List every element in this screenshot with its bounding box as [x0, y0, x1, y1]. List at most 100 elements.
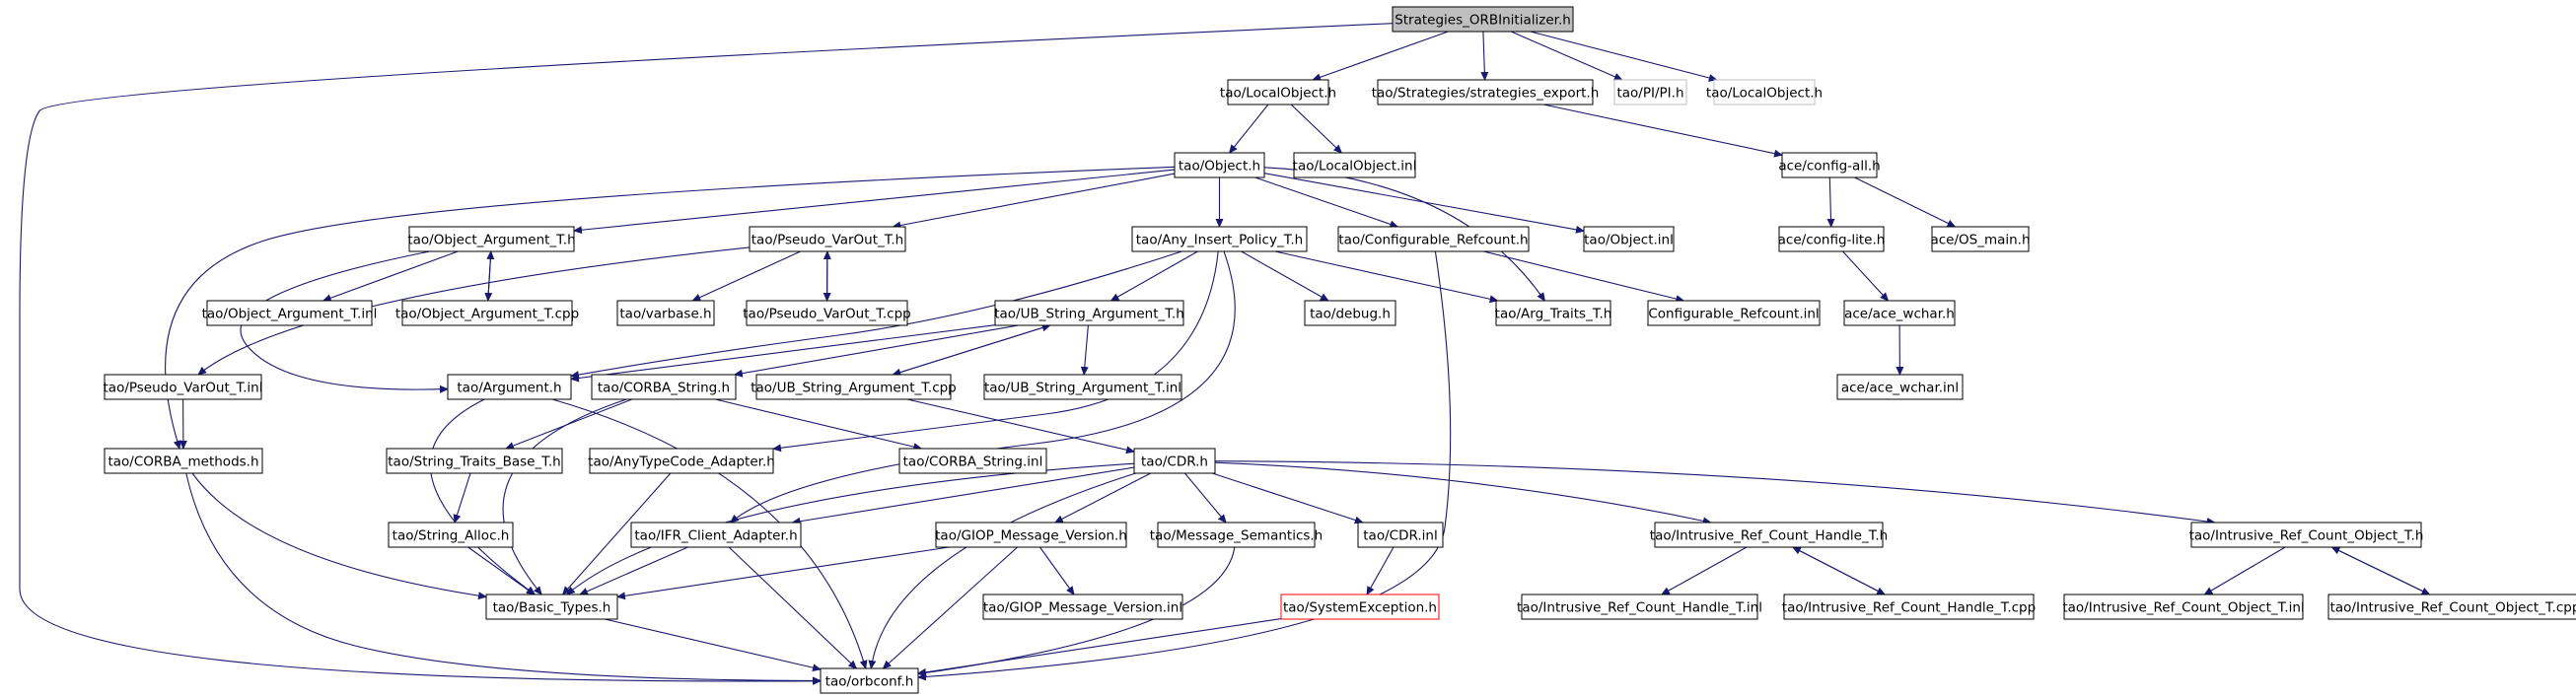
edge-str_traits-to-str_alloc: [453, 472, 471, 524]
node-irc_h[interactable]: tao/Intrusive_Ref_Count_Handle_T.h: [1650, 522, 1888, 548]
node-irco_h[interactable]: tao/Intrusive_Ref_Count_Object_T.h: [2189, 522, 2424, 548]
node-lo_inl[interactable]: tao/LocalObject.inl: [1293, 152, 1417, 178]
node-anytc[interactable]: tao/AnyTypeCode_Adapter.h: [588, 448, 775, 474]
node-label: tao/Pseudo_VarOut_T.h: [751, 233, 903, 248]
node-varbase[interactable]: tao/varbase.h: [616, 300, 715, 326]
node-sysexc[interactable]: tao/SystemException.h: [1280, 594, 1440, 620]
node-label: tao/LocalObject.h: [1220, 86, 1336, 102]
node-argument_h[interactable]: tao/Argument.h: [447, 374, 572, 400]
node-box: [1304, 300, 1396, 326]
node-irco_cpp[interactable]: tao/Intrusive_Ref_Count_Object_T.cpp: [2327, 594, 2576, 620]
node-ubs_inl[interactable]: tao/UB_String_Argument_T.inl: [983, 374, 1182, 400]
edge-basic_types-to-orbconf: [605, 618, 822, 672]
node-pseudo_inl[interactable]: tao/Pseudo_VarOut_T.inl: [104, 374, 263, 400]
node-irc_inl[interactable]: tao/Intrusive_Ref_Count_Handle_T.inl: [1517, 594, 1762, 620]
node-box: [589, 448, 774, 474]
node-str_alloc[interactable]: tao/String_Alloc.h: [388, 522, 514, 548]
node-root[interactable]: Strategies_ORBInitializer.h: [1392, 6, 1574, 33]
node-object_h[interactable]: tao/Object.h: [1174, 152, 1265, 178]
node-box: [1357, 522, 1444, 548]
node-any_ins[interactable]: tao/Any_Insert_Policy_T.h: [1131, 226, 1308, 252]
node-box: [1931, 226, 2030, 252]
node-box: [1293, 152, 1416, 178]
node-box: [104, 374, 262, 400]
node-ubs_h[interactable]: tao/UB_String_Argument_T.h: [994, 300, 1184, 326]
edge-cdr_h-to-irc_h: [1214, 461, 1712, 525]
node-box: [982, 594, 1183, 620]
node-box: [994, 300, 1184, 326]
node-box: [1377, 79, 1594, 105]
node-label: tao/UB_String_Argument_T.cpp: [751, 381, 957, 396]
edge-cdr_h-to-giop_v: [1053, 472, 1152, 524]
node-irco_inl[interactable]: tao/Intrusive_Ref_Count_Object_T.inl: [2062, 594, 2305, 620]
node-pi_h[interactable]: tao/PI/PI.h: [1613, 79, 1687, 105]
node-label: tao/varbase.h: [619, 307, 711, 322]
node-label: tao/CORBA_String.h: [598, 381, 730, 396]
node-box: [820, 667, 919, 694]
node-cdr_inl[interactable]: tao/CDR.inl: [1357, 522, 1444, 548]
edge-corba_meth-to-basic_types: [191, 472, 487, 600]
node-config_all[interactable]: ace/config-all.h: [1778, 152, 1881, 178]
node-box: [408, 226, 575, 252]
edge-cfg_ref-to-orbconf: [917, 250, 1452, 681]
node-lo_h2[interactable]: tao/LocalObject.h: [1706, 79, 1823, 105]
node-arg_traits[interactable]: tao/Arg_Traits_T.h: [1495, 300, 1612, 326]
node-str_traits[interactable]: tao/String_Traits_Base_T.h: [386, 448, 563, 474]
edge-ubs_h-to-ubs_inl: [1080, 324, 1089, 376]
edge-pseudo_vo-to-pseudo_inl: [197, 246, 751, 376]
node-label: tao/IFR_Client_Adapter.h: [634, 528, 797, 544]
node-basic_types[interactable]: tao/Basic_Types.h: [485, 594, 618, 620]
node-label: tao/Object_Argument_T.inl: [202, 307, 378, 322]
node-corba_meth[interactable]: tao/CORBA_methods.h: [104, 448, 263, 474]
node-obj_arg_cpp[interactable]: tao/Object_Argument_T.cpp: [395, 300, 579, 326]
node-box: [104, 448, 263, 474]
node-label: tao/Strategies/strategies_export.h: [1372, 86, 1600, 102]
node-ubs_cpp[interactable]: tao/UB_String_Argument_T.cpp: [751, 374, 957, 400]
node-cdr_h[interactable]: tao/CDR.h: [1133, 448, 1216, 474]
node-pseudo_cpp[interactable]: tao/Pseudo_VarOut_T.cpp: [743, 300, 911, 326]
node-box: [388, 522, 514, 548]
node-box: [1495, 300, 1611, 326]
node-box: [1613, 79, 1687, 105]
node-box: [749, 226, 906, 252]
node-box: [1174, 152, 1265, 178]
node-obj_arg_inl[interactable]: tao/Object_Argument_T.inl: [202, 300, 378, 326]
node-corba_str[interactable]: tao/CORBA_String.h: [591, 374, 737, 400]
node-pseudo_vo[interactable]: tao/Pseudo_VarOut_T.h: [749, 226, 906, 252]
node-label: tao/SystemException.h: [1283, 600, 1437, 616]
node-irc_cpp[interactable]: tao/Intrusive_Ref_Count_Handle_T.cpp: [1782, 594, 2036, 620]
node-msg_sem[interactable]: tao/Message_Semantics.h: [1150, 522, 1324, 548]
node-label: tao/Basic_Types.h: [493, 600, 611, 616]
node-label: tao/Intrusive_Ref_Count_Handle_T.cpp: [1782, 600, 2036, 616]
edge-irco_h-to-irco_inl: [2203, 546, 2286, 595]
edge-irco_cpp-to-irco_h: [2330, 546, 2430, 595]
node-box: [206, 300, 373, 326]
node-debug_h[interactable]: tao/debug.h: [1304, 300, 1396, 326]
edge-ubs_cpp-to-cdr_h: [906, 398, 1135, 454]
node-config_lite[interactable]: ace/config-lite.h: [1778, 226, 1886, 252]
node-ace_wchar[interactable]: ace/ace_wchar.h: [1843, 300, 1956, 326]
node-label: tao/debug.h: [1310, 307, 1391, 322]
edge-pseudo_vo-to-varbase: [691, 250, 801, 302]
node-strat_exp[interactable]: tao/Strategies/strategies_export.h: [1372, 79, 1600, 105]
node-box: [2063, 594, 2304, 620]
node-os_main[interactable]: ace/OS_main.h: [1930, 226, 2031, 252]
node-label: ace/ace_wchar.inl: [1841, 381, 1959, 396]
node-orbconf[interactable]: tao/orbconf.h: [820, 667, 919, 694]
node-lo_h[interactable]: tao/LocalObject.h: [1220, 79, 1336, 105]
edge-any_ins-to-ifr: [730, 250, 1236, 524]
node-obj_arg_t[interactable]: tao/Object_Argument_T.h: [407, 226, 576, 252]
node-giop_v[interactable]: tao/GIOP_Message_Version.h: [935, 522, 1127, 548]
node-box: [755, 374, 952, 400]
node-giop_inl[interactable]: tao/GIOP_Message_Version.inl: [982, 594, 1183, 620]
node-cfg_ref_inl[interactable]: Configurable_Refcount.inl: [1647, 300, 1821, 326]
node-box: [1654, 522, 1884, 548]
node-corba_str_inl[interactable]: tao/CORBA_String.inl: [898, 448, 1047, 474]
node-ace_wchar_inl[interactable]: ace/ace_wchar.inl: [1836, 374, 1964, 400]
node-box: [401, 300, 573, 326]
node-ifr[interactable]: tao/IFR_Client_Adapter.h: [630, 522, 802, 548]
edge-object_h-to-corba_meth: [165, 166, 1176, 450]
node-object_inl[interactable]: tao/Object.inl: [1583, 226, 1675, 252]
node-cfg_ref[interactable]: tao/Configurable_Refcount.h: [1337, 226, 1530, 252]
